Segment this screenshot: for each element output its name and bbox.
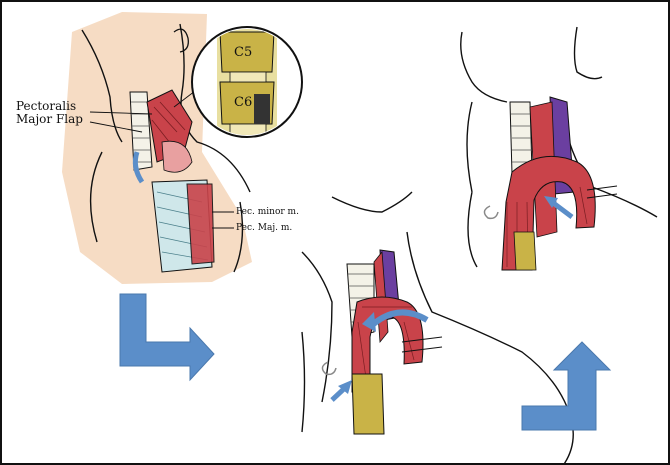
hook-2 <box>322 362 336 374</box>
pec-major-muscle <box>187 184 214 264</box>
esophagus-3 <box>514 232 536 270</box>
panel-3-flap-inset <box>461 27 657 270</box>
panel-1-flap-harvest <box>62 12 302 284</box>
label-pec-major: Pec. Maj. m. <box>236 223 292 233</box>
hook-3 <box>484 206 498 218</box>
arrow-up-right-icon <box>522 342 610 430</box>
vertebra-zoom <box>217 22 277 142</box>
label-major-flap: Major Flap <box>16 113 83 126</box>
label-c5: C5 <box>234 46 252 59</box>
esophagus-2 <box>352 374 384 434</box>
arrow-down-right-icon <box>120 294 214 380</box>
label-c6: C6 <box>234 96 252 109</box>
label-pec-minor: Pec. minor m. <box>236 207 299 217</box>
